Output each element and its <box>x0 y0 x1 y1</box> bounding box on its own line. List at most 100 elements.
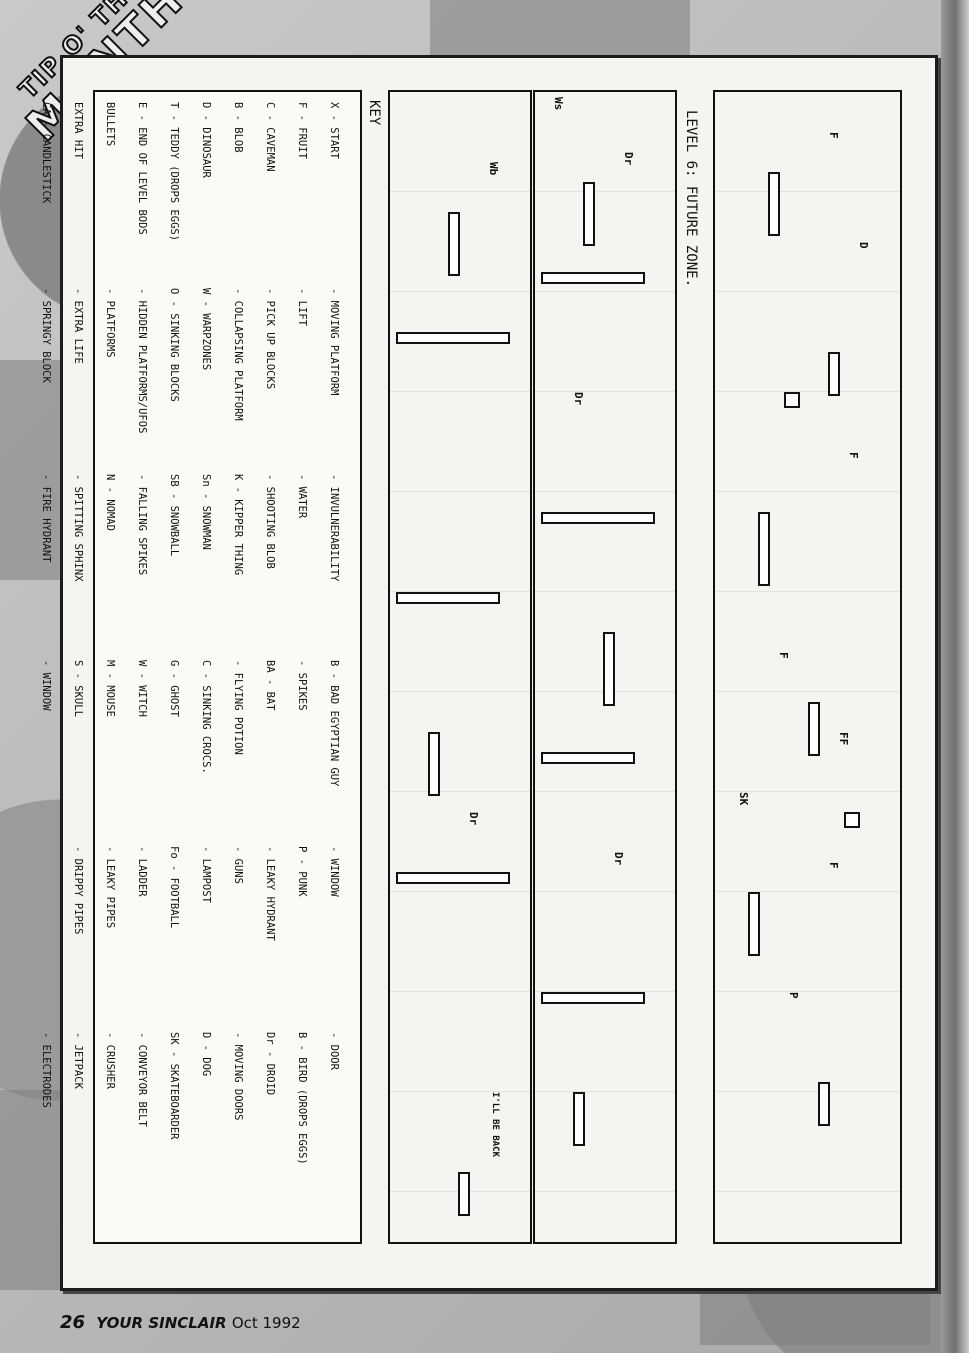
key-item: BA - BAT <box>264 660 276 711</box>
platform <box>808 702 820 756</box>
key-item: - JETPACK <box>72 1032 84 1089</box>
key-item: - SPIKES <box>296 660 308 711</box>
key-item: - FIRE HYDRANT <box>40 474 52 563</box>
map-label: Dr <box>622 152 635 166</box>
pipe-column <box>541 752 635 764</box>
key-title: KEY <box>366 100 382 126</box>
key-item: - WINDOW <box>40 660 52 711</box>
platform <box>583 182 595 246</box>
key-item: - CONVEYOR BELT <box>136 1032 148 1127</box>
key-column-4: B - BAD EGYPTIAN GUY - SPIKES BA - BAT -… <box>30 660 350 843</box>
platform <box>828 352 840 396</box>
key-item: B - BLOB <box>232 102 244 153</box>
key-item: O - SINKING BLOCKS <box>168 288 180 402</box>
pipe-column <box>541 992 645 1004</box>
map-label: I'LL BE BACK <box>490 1092 500 1158</box>
background-shape <box>700 1285 930 1345</box>
key-item: - WATER <box>296 474 308 519</box>
key-item: - HIDDEN PLATFORMS/UFOS <box>136 288 148 434</box>
key-item: BULLETS <box>104 102 116 147</box>
key-item: W - WARPZONES <box>200 288 212 371</box>
key-column-5: - WINDOW P - PUNK - LEAKY HYDRANT - GUNS… <box>62 846 350 1029</box>
map-label: FF <box>837 732 850 746</box>
key-item: F - FRUIT <box>296 102 308 159</box>
key-item: - SPRINGY BLOCK <box>40 288 52 383</box>
key-item: D - DOG <box>200 1032 212 1077</box>
platform <box>458 1172 470 1216</box>
key-item: - EXTRA LIFE <box>72 288 84 364</box>
map-label: P <box>787 992 800 999</box>
key-item: - LAMPOST <box>200 846 212 903</box>
key-item: CA - CANDLESTICK <box>40 102 52 204</box>
key-item: - LEAKY PIPES <box>104 846 116 929</box>
key-item: C - CAVEMAN <box>264 102 276 172</box>
key-item: S - SKULL <box>72 660 84 717</box>
pick-up-block <box>844 812 860 828</box>
page-spine <box>941 0 969 1353</box>
key-item: - LIFT <box>296 288 308 326</box>
key-item: - GUNS <box>232 846 244 884</box>
key-item: W - WITCH <box>136 660 148 717</box>
background-shape <box>430 0 690 55</box>
key-column-2: - MOVING PLATFORM - LIFT - PICK UP BLOCK… <box>30 288 350 471</box>
key-item: B - BAD EGYPTIAN GUY <box>328 660 340 787</box>
pick-up-block <box>784 392 800 408</box>
key-item: T - TEDDY (DROPS EGGS) <box>168 102 180 242</box>
platform <box>603 632 615 706</box>
key-item: - CRUSHER <box>104 1032 116 1089</box>
key-item: - DOOR <box>328 1032 340 1070</box>
key-item: - DRIPPY PIPES <box>72 846 84 935</box>
map-strip-1: F F F FF F P D SK <box>713 90 902 1244</box>
key-item: - SHOOTING BLOB <box>264 474 276 569</box>
pipe-column <box>541 512 655 524</box>
key-item: B - BIRD (DROPS EGGS) <box>296 1032 308 1165</box>
key-item: - ELECTRODES <box>40 1032 52 1108</box>
key-item: P - PUNK <box>296 846 308 897</box>
key-column-6: - DOOR B - BIRD (DROPS EGGS) Dr - DROID … <box>30 1032 350 1215</box>
page-number: 26 <box>60 1312 86 1333</box>
key-item: - LADDER <box>136 846 148 897</box>
map-label: Wb <box>487 162 500 176</box>
platform <box>768 172 780 236</box>
background-shape <box>0 360 60 580</box>
platform <box>428 732 440 796</box>
map-label: Ws <box>552 97 565 111</box>
platform <box>573 1092 585 1146</box>
key-item: - WINDOW <box>328 846 340 897</box>
pipe-column <box>396 332 510 344</box>
map-label: F <box>827 862 840 869</box>
key-item: G - GHOST <box>168 660 180 717</box>
map-label: SK <box>737 792 750 806</box>
key-item: - FLYING POTION <box>232 660 244 755</box>
map-strip-3: Dr Wb I'LL BE BACK <box>388 90 532 1244</box>
map-label: Dr <box>572 392 585 406</box>
key-item: N - NOMAD <box>104 474 116 531</box>
magazine-name: YOUR SINCLAIR <box>96 1314 227 1332</box>
key-item: SB - SNOWBALL <box>168 474 180 557</box>
key-item: - COLLAPSING PLATFORM <box>232 288 244 421</box>
map-strip-2: Dr Dr Dr Ws <box>533 90 677 1244</box>
key-item: X - START <box>328 102 340 159</box>
key-item: Sn - SNOWMAN <box>200 474 212 550</box>
platform <box>758 512 770 586</box>
map-key: X - START F - FRUIT C - CAVEMAN B - BLOB… <box>40 90 362 1244</box>
pipe-column <box>396 872 510 884</box>
map-label: F <box>847 452 860 459</box>
key-item: - FALLING SPIKES <box>136 474 148 576</box>
map-label: F <box>777 652 790 659</box>
pipe-column <box>541 272 645 284</box>
key-column-3: - INVULNERABILITY - WATER - SHOOTING BLO… <box>30 474 350 657</box>
key-column-1: X - START F - FRUIT C - CAVEMAN B - BLOB… <box>30 102 350 285</box>
platform <box>818 1082 830 1126</box>
key-item: E - END OF LEVEL BODS <box>136 102 148 235</box>
key-item: SK - SKATEBOARDER <box>168 1032 180 1140</box>
key-item: - PICK UP BLOCKS <box>264 288 276 390</box>
key-item: Fo - FOOTBALL <box>168 846 180 929</box>
key-item: - MOVING PLATFORM <box>328 288 340 396</box>
background-shape <box>0 1090 60 1290</box>
platform <box>448 212 460 276</box>
key-item: Dr - DROID <box>264 1032 276 1096</box>
key-item: C - SINKING CROCS. <box>200 660 212 774</box>
key-item: EXTRA HIT <box>72 102 84 159</box>
